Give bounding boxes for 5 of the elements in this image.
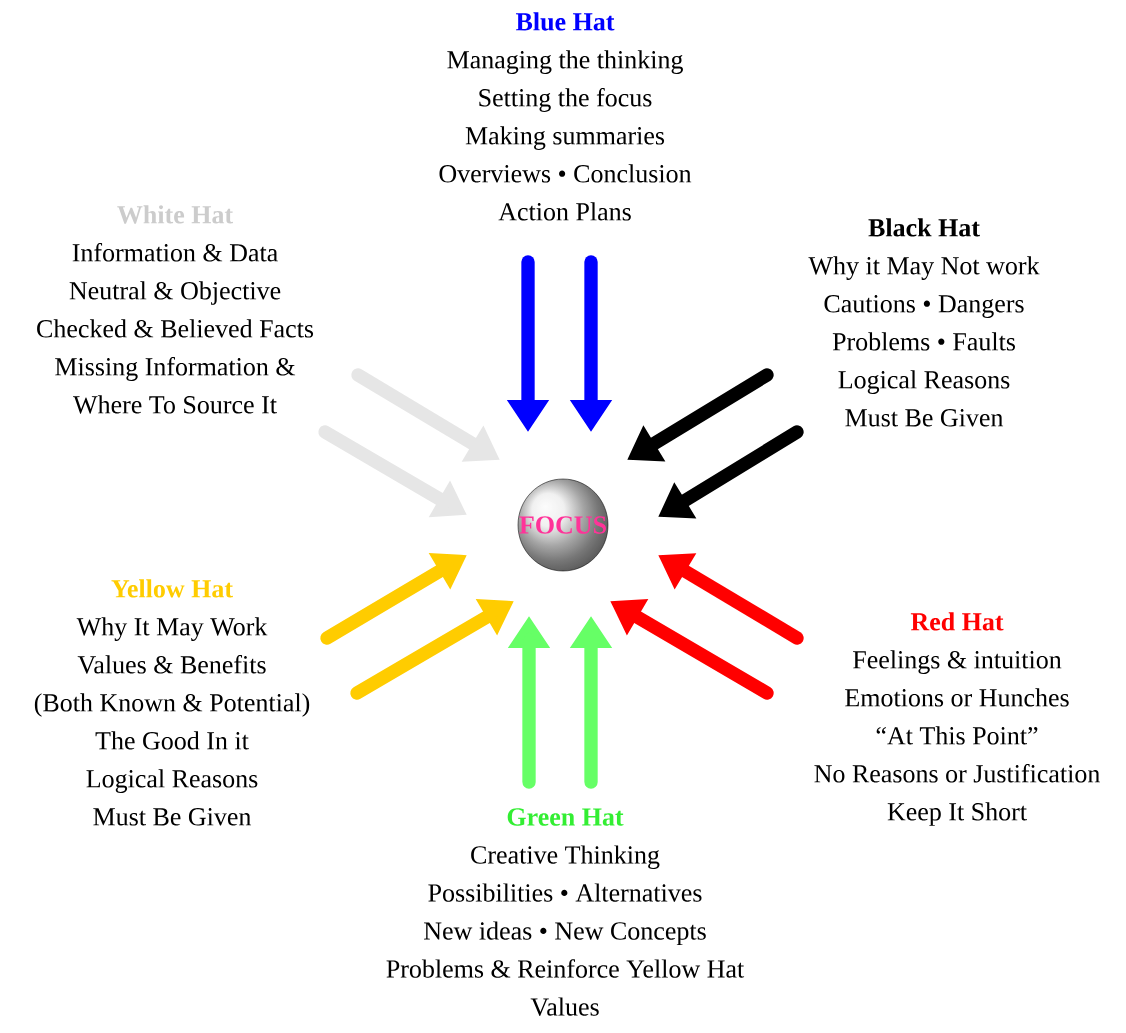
hat-description: Red Hat Feelings & intuition Emotions or Hunches “At This Point” No Reasons or Justification Keep It Short — [814, 612, 1100, 826]
hat-description: Black Hat Why it May Not work Cautions • Dangers Problems • Faults Logical Reasons Must Be Given — [808, 218, 1040, 427]
hat-description: Yellow Hat Why It May Work Values & Benefits (Both Known & Potential) The Good In it Logical Reasons Must Be Given — [34, 579, 310, 826]
hat-description: Green Hat Creative Thinking Possibilities • Alternatives New ideas • New Concepts Problems & Reinforce Yellow Hat Values — [386, 808, 745, 1016]
hat-description: Blue Hat Managing the thinking Setting the focus Making summaries Overviews • Conclusion Action Plans — [439, 12, 692, 221]
